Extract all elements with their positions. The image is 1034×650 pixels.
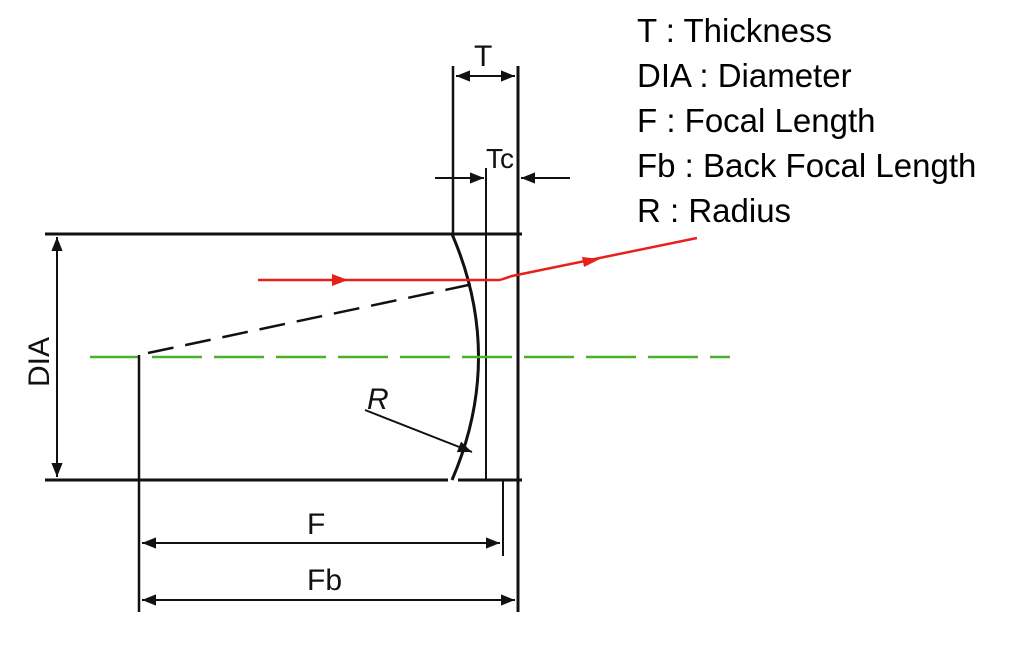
t-label: T	[474, 40, 492, 73]
f-label: F	[307, 508, 325, 541]
refracted-ray	[499, 236, 698, 282]
tc-label: Tc	[486, 143, 514, 174]
legend: T : Thickness DIA : Diameter F : Focal L…	[637, 8, 976, 233]
incident-ray-arrow	[332, 274, 348, 286]
refracted-ray-arrow	[582, 257, 600, 267]
r-label: R	[367, 383, 389, 416]
legend-item-thickness: T : Thickness	[637, 12, 833, 49]
fb-label: Fb	[307, 564, 342, 597]
radius-arrow	[364, 409, 473, 453]
virtual-ray	[147, 281, 479, 355]
legend-item-focal-length: F : Focal Length	[637, 102, 876, 139]
legend-item-diameter: DIA : Diameter	[637, 57, 852, 94]
legend-item-radius: R : Radius	[637, 192, 792, 229]
dia-label: DIA	[23, 337, 56, 387]
legend-item-back-focal-length: Fb : Back Focal Length	[637, 147, 977, 184]
